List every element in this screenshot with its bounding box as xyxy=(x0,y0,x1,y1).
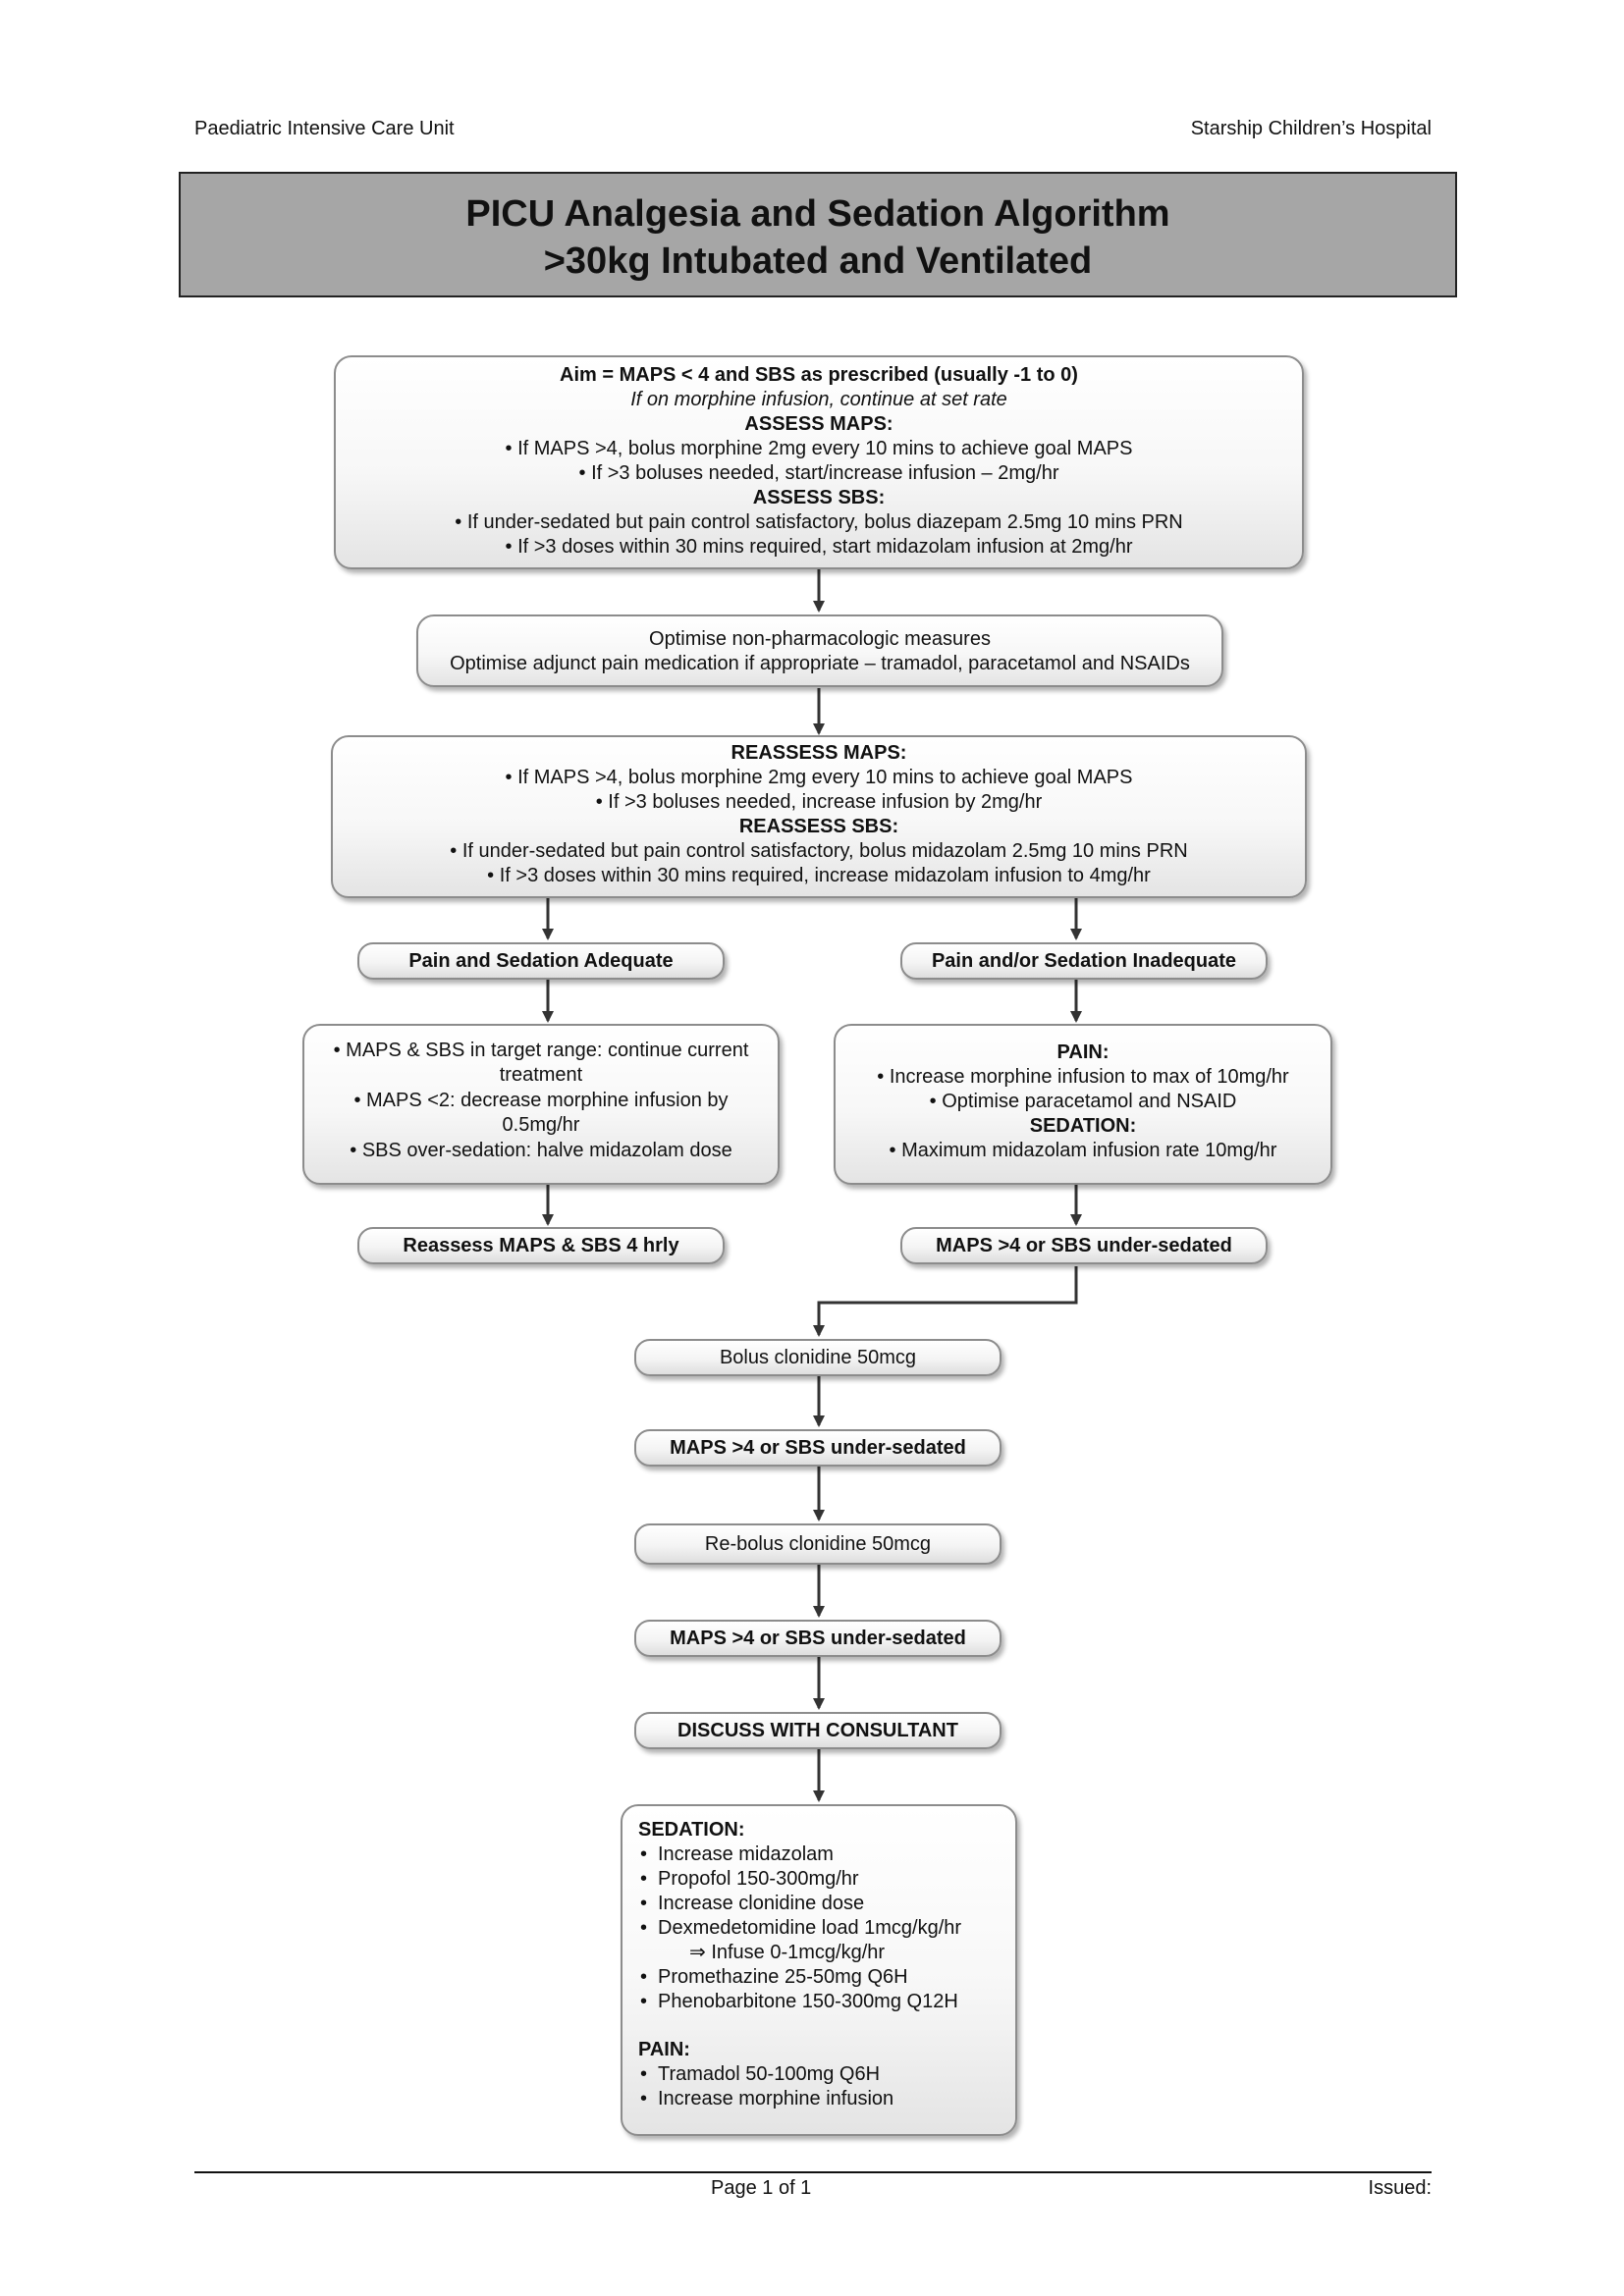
arrow-check-to-bolus xyxy=(813,1266,1078,1337)
optimise-box: Optimise non-pharmacologic measures Opti… xyxy=(416,614,1223,687)
escalation-options-box: SEDATION: Increase midazolam Propofol 15… xyxy=(621,1804,1017,2136)
list-item: Phenobarbitone 150-300mg Q12H xyxy=(638,1990,1001,2014)
inadequate-actions-box: PAIN: • Increase morphine infusion to ma… xyxy=(834,1024,1332,1185)
list-item: • If >3 doses within 30 mins required, s… xyxy=(505,536,1133,558)
under-sedated-check: MAPS >4 or SBS under-sedated xyxy=(900,1227,1268,1264)
bolus-clonidine-step: Bolus clonidine 50mcg xyxy=(634,1339,1001,1376)
assess-maps-heading: ASSESS MAPS: xyxy=(744,413,893,435)
sedation-heading: SEDATION: xyxy=(1029,1115,1137,1137)
morphine-note: If on morphine infusion, continue at set… xyxy=(630,389,1007,410)
aim-text: Aim = MAPS < 4 and SBS as prescribed (us… xyxy=(560,364,1078,386)
issued-label: Issued: xyxy=(1368,2177,1432,2199)
pain-heading: PAIN: xyxy=(1056,1041,1110,1063)
discuss-consultant-step: DISCUSS WITH CONSULTANT xyxy=(634,1712,1001,1749)
final-sedation-heading: SEDATION: xyxy=(638,1819,745,1841)
footer-divider xyxy=(194,2171,1432,2173)
rebolus-clonidine-step: Re-bolus clonidine 50mcg xyxy=(634,1523,1001,1565)
list-item: Increase midazolam xyxy=(638,1842,1001,1867)
unit-name: Paediatric Intensive Care Unit xyxy=(194,118,455,139)
list-item: • Maximum midazolam infusion rate 10mg/h… xyxy=(889,1140,1277,1161)
final-pain-heading: PAIN: xyxy=(638,2039,690,2060)
list-item: Increase morphine infusion xyxy=(638,2087,1001,2111)
list-item: Propofol 150-300mg/hr xyxy=(638,1867,1001,1892)
list-item: • If under-sedated but pain control sati… xyxy=(450,840,1188,862)
pain-options-list: Tramadol 50-100mg Q6H Increase morphine … xyxy=(638,2062,1001,2111)
list-item: • If under-sedated but pain control sati… xyxy=(455,511,1183,533)
dexmedetomidine-infusion-note: ⇒ Infuse 0-1mcg/kg/hr xyxy=(689,1942,886,1963)
page-number: Page 1 of 1 xyxy=(711,2177,812,2199)
initial-assessment-box: Aim = MAPS < 4 and SBS as prescribed (us… xyxy=(334,355,1304,569)
reassessment-box: REASSESS MAPS: • If MAPS >4, bolus morph… xyxy=(331,735,1307,898)
list-item: Tramadol 50-100mg Q6H xyxy=(638,2062,1001,2087)
sedation-options-list: Increase midazolam Propofol 150-300mg/hr… xyxy=(638,1842,1001,1941)
list-item: Dexmedetomidine load 1mcg/kg/hr xyxy=(638,1916,1001,1941)
list-item: • If >3 doses within 30 mins required, i… xyxy=(487,865,1151,886)
hospital-name: Starship Children’s Hospital xyxy=(1190,118,1432,139)
list-item: • Increase morphine infusion to max of 1… xyxy=(877,1066,1289,1088)
adequate-actions-box: • MAPS & SBS in target range: continue c… xyxy=(302,1024,780,1185)
list-item: • MAPS & SBS in target range: continue c… xyxy=(333,1040,749,1086)
list-item: Increase clonidine dose xyxy=(638,1892,1001,1916)
inadequate-label: Pain and/or Sedation Inadequate xyxy=(900,942,1268,980)
assess-sbs-heading: ASSESS SBS: xyxy=(752,487,886,508)
sedation-options-list-2: Promethazine 25-50mg Q6H Phenobarbitone … xyxy=(638,1965,1001,2014)
reassess-maps-heading: REASSESS MAPS: xyxy=(731,742,907,764)
optimise-line-1: Optimise non-pharmacologic measures xyxy=(649,628,991,650)
list-item: • If MAPS >4, bolus morphine 2mg every 1… xyxy=(505,438,1133,459)
reassess-sbs-heading: REASSESS SBS: xyxy=(738,816,899,837)
under-sedated-check-1: MAPS >4 or SBS under-sedated xyxy=(634,1429,1001,1467)
optimise-line-2: Optimise adjunct pain medication if appr… xyxy=(450,653,1190,674)
list-item: • If MAPS >4, bolus morphine 2mg every 1… xyxy=(505,767,1133,788)
list-item: • If >3 boluses needed, increase infusio… xyxy=(595,791,1043,813)
adequate-label: Pain and Sedation Adequate xyxy=(357,942,725,980)
list-item: • MAPS <2: decrease morphine infusion by… xyxy=(353,1090,729,1136)
reassess-4hrly-label: Reassess MAPS & SBS 4 hrly xyxy=(357,1227,725,1264)
title-line-1: PICU Analgesia and Sedation Algorithm xyxy=(465,193,1170,235)
list-item: Promethazine 25-50mg Q6H xyxy=(638,1965,1001,1990)
under-sedated-check-2: MAPS >4 or SBS under-sedated xyxy=(634,1620,1001,1657)
title-line-2: >30kg Intubated and Ventilated xyxy=(543,240,1093,282)
list-item: • If >3 boluses needed, start/increase i… xyxy=(578,462,1059,484)
list-item: • Optimise paracetamol and NSAID xyxy=(929,1091,1237,1112)
list-item: • SBS over-sedation: halve midazolam dos… xyxy=(350,1140,732,1161)
page-title: PICU Analgesia and Sedation Algorithm >3… xyxy=(179,172,1457,297)
